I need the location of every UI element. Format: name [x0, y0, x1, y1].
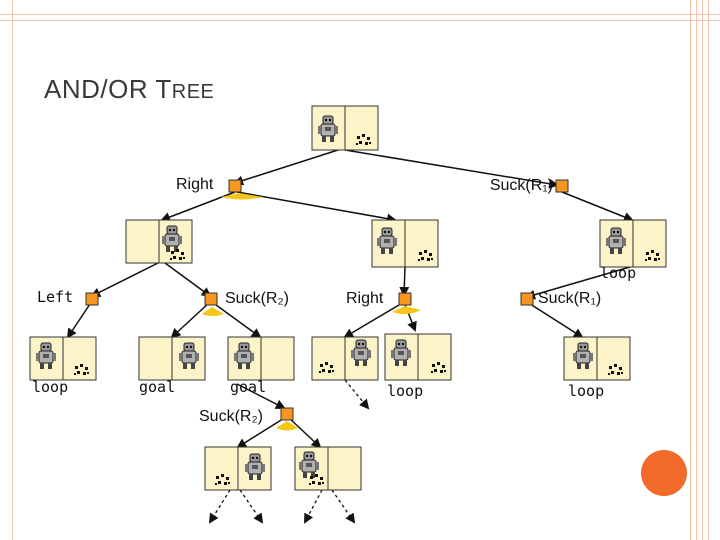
- state: [599, 219, 667, 268]
- state: [371, 219, 439, 268]
- action-label: Suck(R₂): [225, 290, 289, 307]
- and-arc: [276, 421, 298, 431]
- frame-line-left: [12, 0, 13, 540]
- edge-dashed: [304, 489, 323, 524]
- and-arc: [221, 193, 263, 200]
- action-label: Suck(R₂): [199, 408, 263, 425]
- or-node: [555, 179, 569, 193]
- edge: [160, 191, 236, 222]
- state: [125, 219, 193, 264]
- edge-dashed: [331, 489, 356, 524]
- edge: [170, 301, 211, 339]
- edge: [287, 416, 322, 449]
- slide-title: AND/OR TREE: [44, 74, 214, 105]
- or-node: [85, 292, 99, 306]
- edge-dashed: [239, 489, 264, 524]
- loop-label: loop: [32, 378, 68, 396]
- edge: [233, 149, 339, 186]
- and-arc: [392, 306, 421, 315]
- edge: [236, 191, 397, 224]
- or-node: [520, 292, 534, 306]
- and-arcs: [202, 193, 421, 431]
- edge-dashed: [344, 379, 370, 410]
- edge: [164, 262, 212, 298]
- action-label: Suck(R₁): [538, 290, 601, 307]
- edge: [344, 149, 559, 189]
- state: [138, 336, 206, 381]
- edge: [526, 301, 584, 339]
- action-label: Left: [37, 288, 73, 306]
- edge: [561, 191, 634, 222]
- frame-line-top: [0, 14, 720, 15]
- frame-line-top: [0, 20, 720, 21]
- or-node: [228, 179, 242, 193]
- action-label: Right: [346, 290, 384, 307]
- frame-line-right: [696, 0, 697, 540]
- action-label: Suck(R₁): [490, 177, 553, 194]
- state: [384, 333, 452, 381]
- decorative-circle: [641, 450, 687, 496]
- edge: [399, 266, 410, 297]
- loop-label: loop: [387, 382, 423, 400]
- loop-label: loop: [600, 264, 636, 282]
- edge: [211, 301, 262, 339]
- goal-label: goal: [230, 378, 266, 396]
- or-nodes: [85, 179, 569, 421]
- state: [311, 336, 379, 381]
- dashed-edges: [208, 379, 370, 524]
- edge: [525, 266, 631, 300]
- edge: [90, 262, 159, 297]
- goal-label: goal: [139, 378, 175, 396]
- or-node: [204, 292, 218, 306]
- state: [29, 336, 97, 381]
- title-small-caps: REE: [171, 81, 215, 103]
- state: [204, 446, 272, 491]
- loop-label: loop: [568, 382, 604, 400]
- or-node: [280, 407, 294, 421]
- edge: [343, 301, 405, 339]
- or-node: [398, 292, 412, 306]
- edge: [236, 416, 287, 449]
- and-arc: [202, 307, 224, 316]
- tree-edges: [66, 149, 634, 449]
- edge-dashed: [208, 489, 231, 524]
- frame-line-right: [702, 0, 703, 540]
- edge: [236, 383, 286, 409]
- action-label: Right: [176, 176, 214, 193]
- state: [227, 336, 295, 381]
- state: [294, 446, 362, 491]
- state: [563, 336, 631, 381]
- frame-line-right: [708, 0, 709, 540]
- state-root: [311, 105, 379, 151]
- frame-line-right: [690, 0, 691, 540]
- edge: [66, 300, 93, 339]
- title-main: AND/OR T: [44, 74, 172, 104]
